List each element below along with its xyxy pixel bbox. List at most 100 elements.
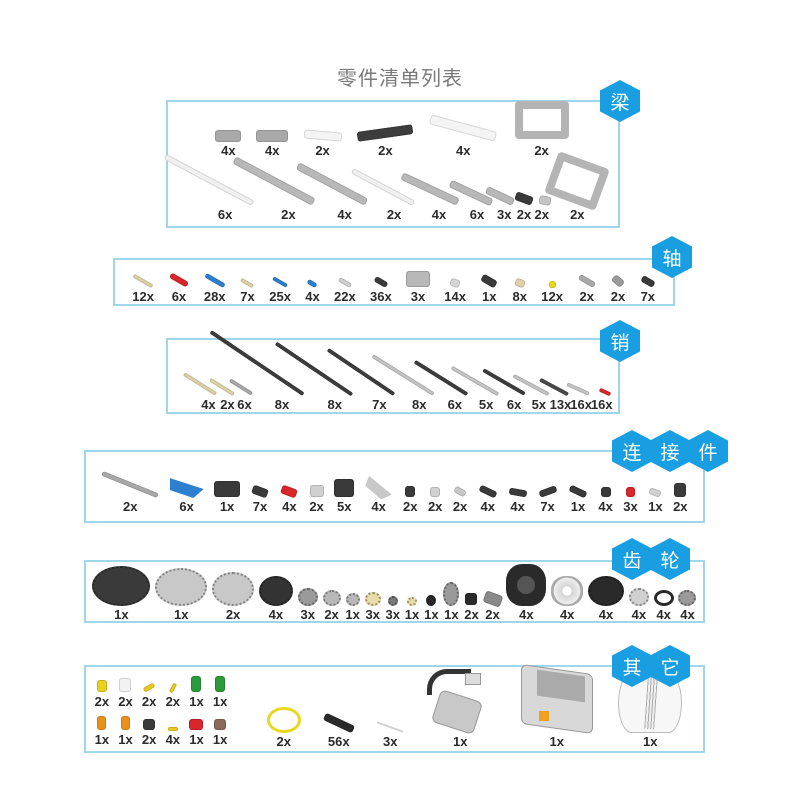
part-quantity: 1x xyxy=(570,499,586,514)
cube-black-icon xyxy=(405,485,416,498)
connector-small-icon xyxy=(250,484,270,498)
part-quantity: 2x xyxy=(516,207,532,222)
figure-orange-2-icon xyxy=(120,715,130,731)
part-item: 4x xyxy=(365,480,393,514)
part-item: 3x xyxy=(386,596,400,622)
cap-red-icon xyxy=(189,718,204,731)
part-quantity: 4x xyxy=(305,289,320,304)
figure-orange-icon xyxy=(97,715,107,731)
part-quantity: 2x xyxy=(464,607,479,622)
t-block-icon xyxy=(334,478,355,498)
part-quantity: 2x xyxy=(570,207,585,222)
axle-pin-long-icon xyxy=(203,272,226,288)
cube-gray-icon xyxy=(430,486,441,498)
part-quantity: 1x xyxy=(549,734,564,749)
part-quantity: 4x xyxy=(631,607,647,622)
sail-white-icon xyxy=(119,677,132,693)
part-quantity: 6x xyxy=(469,207,485,222)
part-quantity: 16x xyxy=(590,397,613,412)
part-quantity: 2x xyxy=(122,499,138,514)
section-badge-gears: 齿轮 xyxy=(612,538,690,580)
angle-connector-3-icon xyxy=(537,485,558,498)
part-quantity: 2x xyxy=(579,289,594,304)
part-item: 3x xyxy=(364,592,381,622)
part-quantity: 2x xyxy=(324,607,339,622)
part-item: 2x xyxy=(212,572,255,622)
part-quantity: 8x xyxy=(512,289,527,304)
part-item: 1x xyxy=(189,675,204,709)
axle-2r-icon xyxy=(593,387,611,396)
part-quantity: 1x xyxy=(212,694,228,709)
part-item: 2x xyxy=(513,191,534,222)
part-item: 3x xyxy=(623,486,638,514)
part-item: 4x xyxy=(588,576,624,622)
tire-icon xyxy=(506,564,547,606)
part-item: 1x xyxy=(425,667,495,749)
part-quantity: 12x xyxy=(541,289,563,304)
part-item: 22x xyxy=(334,276,356,304)
part-quantity: 12x xyxy=(132,289,154,304)
part-item: 5x xyxy=(334,478,355,514)
part-item: 2x xyxy=(118,677,133,709)
ball-joint-icon xyxy=(577,273,597,288)
part-item: 4x xyxy=(166,727,180,747)
pin-gray-icon xyxy=(337,276,353,288)
part-quantity: 3x xyxy=(496,207,512,222)
angle-connector-4-icon xyxy=(568,484,588,498)
part-item: 2x xyxy=(303,129,342,158)
bush-light-icon xyxy=(648,487,663,498)
part-item: 1x xyxy=(95,715,109,747)
part-quantity: 6x xyxy=(506,397,522,412)
part-item: 2x xyxy=(464,592,479,622)
part-quantity: 4x xyxy=(268,607,284,622)
part-quantity: 3x xyxy=(383,734,398,749)
motor-icon xyxy=(425,667,495,735)
part-quantity: 2x xyxy=(315,143,330,158)
beam-2-icon xyxy=(533,195,552,206)
part-item: 1x xyxy=(189,718,204,747)
part-quantity: 1x xyxy=(174,607,189,622)
part-quantity: 1x xyxy=(444,607,459,622)
part-quantity: 7x xyxy=(540,499,555,514)
part-item: 2x xyxy=(482,590,504,622)
part-item: 2x xyxy=(533,195,552,222)
beam-long-icon xyxy=(101,470,159,498)
part-item: 4x xyxy=(183,372,219,412)
part-quantity: 4x xyxy=(559,607,575,622)
connector-gray-icon xyxy=(309,484,324,498)
part-quantity: 8x xyxy=(327,397,342,412)
part-quantity: 4x xyxy=(455,143,471,158)
part-item: 14x xyxy=(444,277,466,304)
gear-12-tan-icon xyxy=(364,592,381,606)
pin-blue-short-icon xyxy=(306,278,319,288)
badge-label: 接 xyxy=(650,430,690,472)
rim-icon xyxy=(551,576,584,606)
part-quantity: 2x xyxy=(673,499,688,514)
part-item: 13x xyxy=(538,377,571,412)
part-quantity: 4x xyxy=(480,499,495,514)
part-quantity: 5x xyxy=(336,499,352,514)
part-item: 4x xyxy=(305,278,320,304)
part-item: 7x xyxy=(240,277,255,304)
part-quantity: 6x xyxy=(171,289,187,304)
bush-tan-icon xyxy=(513,277,526,288)
cam-icon xyxy=(482,590,504,608)
connector-red-icon xyxy=(280,484,299,498)
part-item: 8x xyxy=(208,330,311,412)
part-item: 6x xyxy=(413,359,471,412)
part-quantity: 4x xyxy=(598,499,613,514)
part-quantity: 1x xyxy=(482,289,497,304)
gear-12-icon xyxy=(345,593,360,606)
section-badge-pins: 销 xyxy=(600,320,640,362)
part-quantity: 2x xyxy=(386,207,402,222)
part-quantity: 4x xyxy=(598,607,614,622)
part-quantity: 2x xyxy=(427,499,443,514)
part-quantity: 2x xyxy=(534,143,549,158)
part-quantity: 8x xyxy=(411,397,427,412)
part-quantity: 4x xyxy=(201,397,216,412)
part-quantity: 2x xyxy=(220,397,235,412)
part-quantity: 16x xyxy=(570,397,592,412)
part-item: 2x xyxy=(166,682,180,709)
part-item: 3x xyxy=(297,588,318,622)
